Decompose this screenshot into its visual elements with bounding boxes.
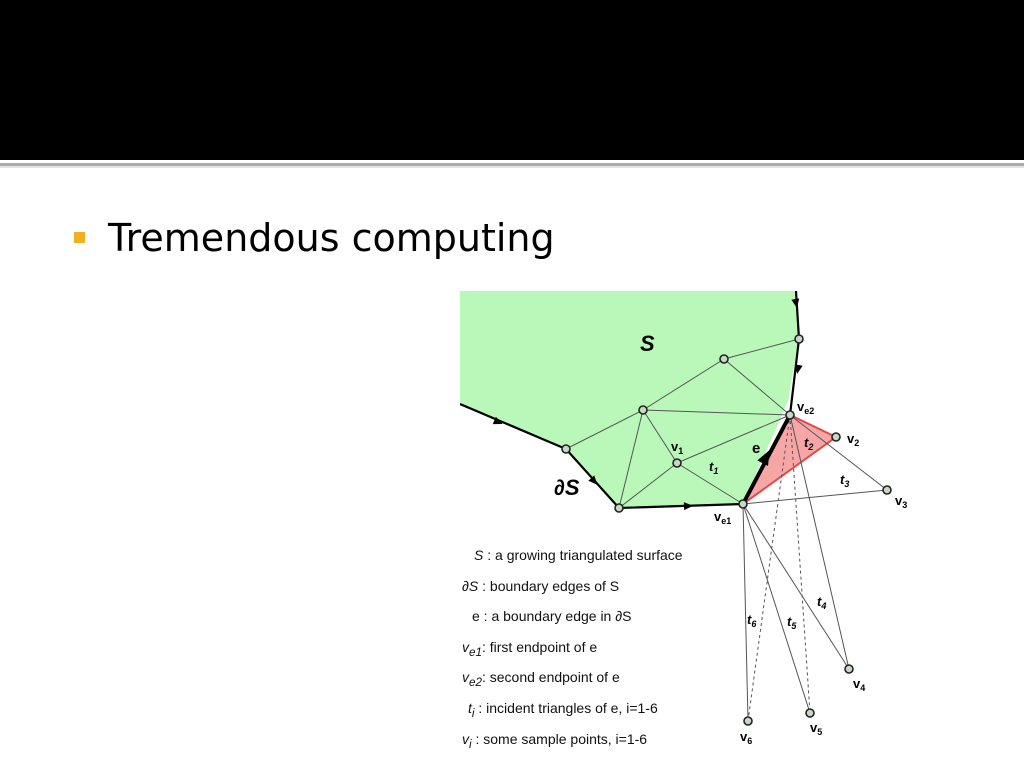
bullet-square-icon: [74, 232, 85, 243]
vertex-label-v3: v3: [895, 493, 907, 510]
boundary-arrows: [492, 298, 803, 511]
triangle-label-t3: t3: [840, 472, 849, 489]
incident-edges: [742, 414, 888, 722]
legend-line: ti : incident triangles of e, i=1-6: [468, 699, 658, 720]
vertex-label-v1: v1: [671, 439, 683, 456]
surface-label: S: [640, 331, 655, 356]
triangle-label-t5: t5: [787, 614, 797, 631]
vertex-label-ve1: ve1: [714, 509, 731, 526]
active-edge-arrow: [757, 449, 770, 466]
mesh-edges: [565, 338, 800, 509]
triangulation-figure: S ∂S e ve2 ve1 v1 v2 v3 v4 v5 v6 t1 t2 t…: [460, 291, 920, 750]
title-band-rule-light: [0, 166, 1024, 168]
incident-edges-dashed: [747, 414, 811, 722]
triangle-label-t4: t4: [817, 594, 826, 611]
vertex-label-ve2: ve2: [797, 399, 814, 416]
figure-legend: S : a growing triangulated surface ∂S : …: [460, 543, 750, 757]
surface-region: [460, 291, 799, 508]
legend-line: ve1: first endpoint of e: [462, 638, 598, 659]
legend-line: e : a boundary edge in ∂S: [472, 608, 632, 625]
vertex-label-v6: v6: [740, 729, 752, 746]
legend-line: ve2: second endpoint of e: [462, 669, 620, 690]
bullet-text: Tremendous computing: [108, 216, 555, 260]
vertex-label-v4: v4: [853, 676, 865, 693]
boundary-label: ∂S: [554, 475, 580, 500]
vertex-markers: [561, 334, 892, 726]
vertex-label-v2: v2: [847, 431, 859, 448]
edge-label: e: [752, 440, 760, 457]
title-band-rule: [0, 163, 1024, 166]
legend-line: ∂S : boundary edges of S: [462, 577, 620, 594]
legend-line: S : a growing triangulated surface: [474, 547, 683, 563]
triangle-label-t6: t6: [747, 612, 757, 629]
triangle-label-t1: t1: [709, 459, 718, 476]
triangulation-diagram: S ∂S e ve2 ve1 v1 v2 v3 v4 v5 v6 t1 t2 t…: [460, 291, 907, 746]
title-band: [0, 0, 1024, 160]
vertex-label-v5: v5: [810, 720, 822, 737]
triangle-label-t2: t2: [804, 435, 813, 452]
legend-line: vi : some sample points, i=1-6: [462, 730, 648, 751]
